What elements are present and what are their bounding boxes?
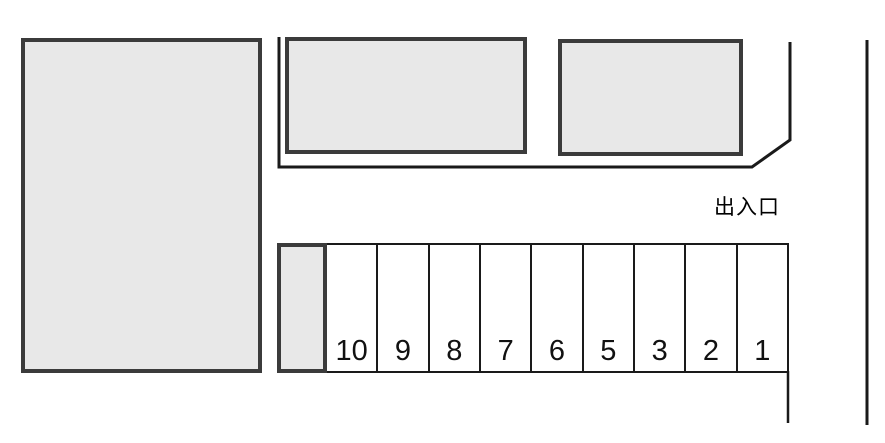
parking-space-8: 8 [427, 245, 479, 371]
parking-space-5: 5 [581, 245, 633, 371]
adjacent-building-block-left [21, 38, 262, 373]
parking-space-label: 1 [754, 335, 771, 367]
reserved-space [277, 243, 327, 373]
entrance-boundary-line [277, 37, 792, 169]
parking-space-label: 3 [651, 335, 668, 367]
parking-space-label: 6 [548, 335, 566, 367]
parking-space-row: 10 9 8 7 6 5 3 2 1 [327, 243, 789, 373]
parking-space-7: 7 [478, 245, 530, 371]
parking-space-label: 10 [335, 335, 368, 367]
parking-space-6: 6 [530, 245, 581, 371]
parking-space-2: 2 [684, 245, 735, 371]
parking-space-label: 5 [600, 335, 617, 367]
parking-space-label: 2 [702, 335, 720, 367]
entrance-exit-label: 出入口 [714, 196, 780, 219]
parking-space-1: 1 [735, 245, 787, 371]
parking-space-3: 3 [632, 245, 684, 371]
building-block-top-1 [285, 37, 527, 154]
parking-space-label: 8 [446, 335, 463, 367]
parking-space-10: 10 [327, 245, 376, 371]
parking-space-9: 9 [376, 245, 427, 371]
building-block-top-2 [558, 39, 743, 156]
parking-space-label: 9 [394, 335, 412, 367]
parking-space-label: 7 [497, 335, 514, 367]
